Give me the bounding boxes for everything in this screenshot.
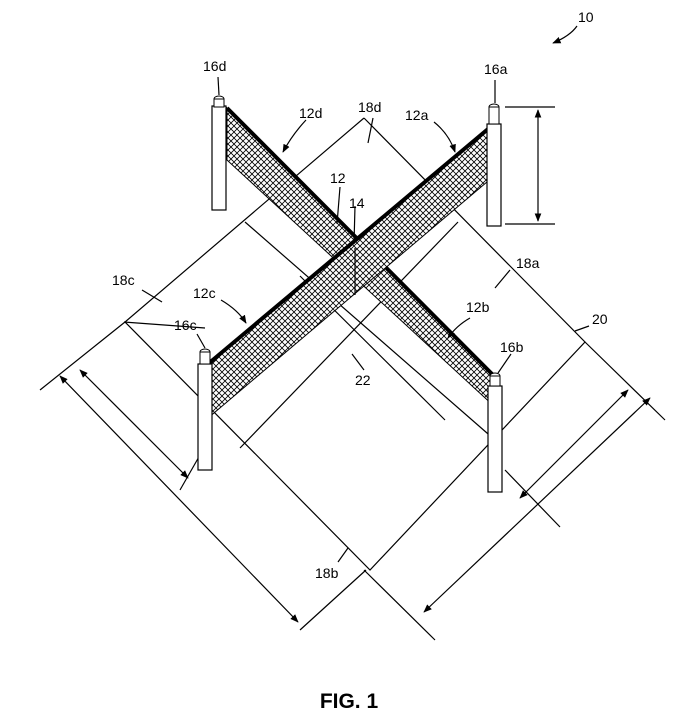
- label-18d: 18d: [358, 99, 381, 115]
- post-16b: [487, 372, 503, 493]
- label-18a: 18a: [516, 255, 540, 271]
- label-18b: 18b: [315, 565, 339, 581]
- post-16c: [197, 348, 213, 471]
- label-14: 14: [349, 195, 365, 211]
- label-12d: 12d: [299, 105, 322, 121]
- label-12c: 12c: [193, 285, 216, 301]
- label-12b: 12b: [466, 299, 490, 315]
- label-20: 20: [592, 311, 608, 327]
- label-12: 12: [330, 170, 346, 186]
- label-18c: 18c: [112, 272, 135, 288]
- dimension-lines: [39, 106, 666, 641]
- label-16b: 16b: [500, 339, 524, 355]
- label-12a: 12a: [405, 107, 429, 123]
- post-16d: [211, 95, 227, 211]
- label-22: 22: [355, 372, 371, 388]
- leader-lines: [141, 25, 590, 563]
- label-16c: 16c: [174, 317, 197, 333]
- post-16a: [486, 103, 502, 227]
- figure-caption: FIG. 1: [319, 690, 379, 713]
- label-10: 10: [578, 9, 594, 25]
- label-16d: 16d: [203, 58, 226, 74]
- label-16a: 16a: [484, 61, 508, 77]
